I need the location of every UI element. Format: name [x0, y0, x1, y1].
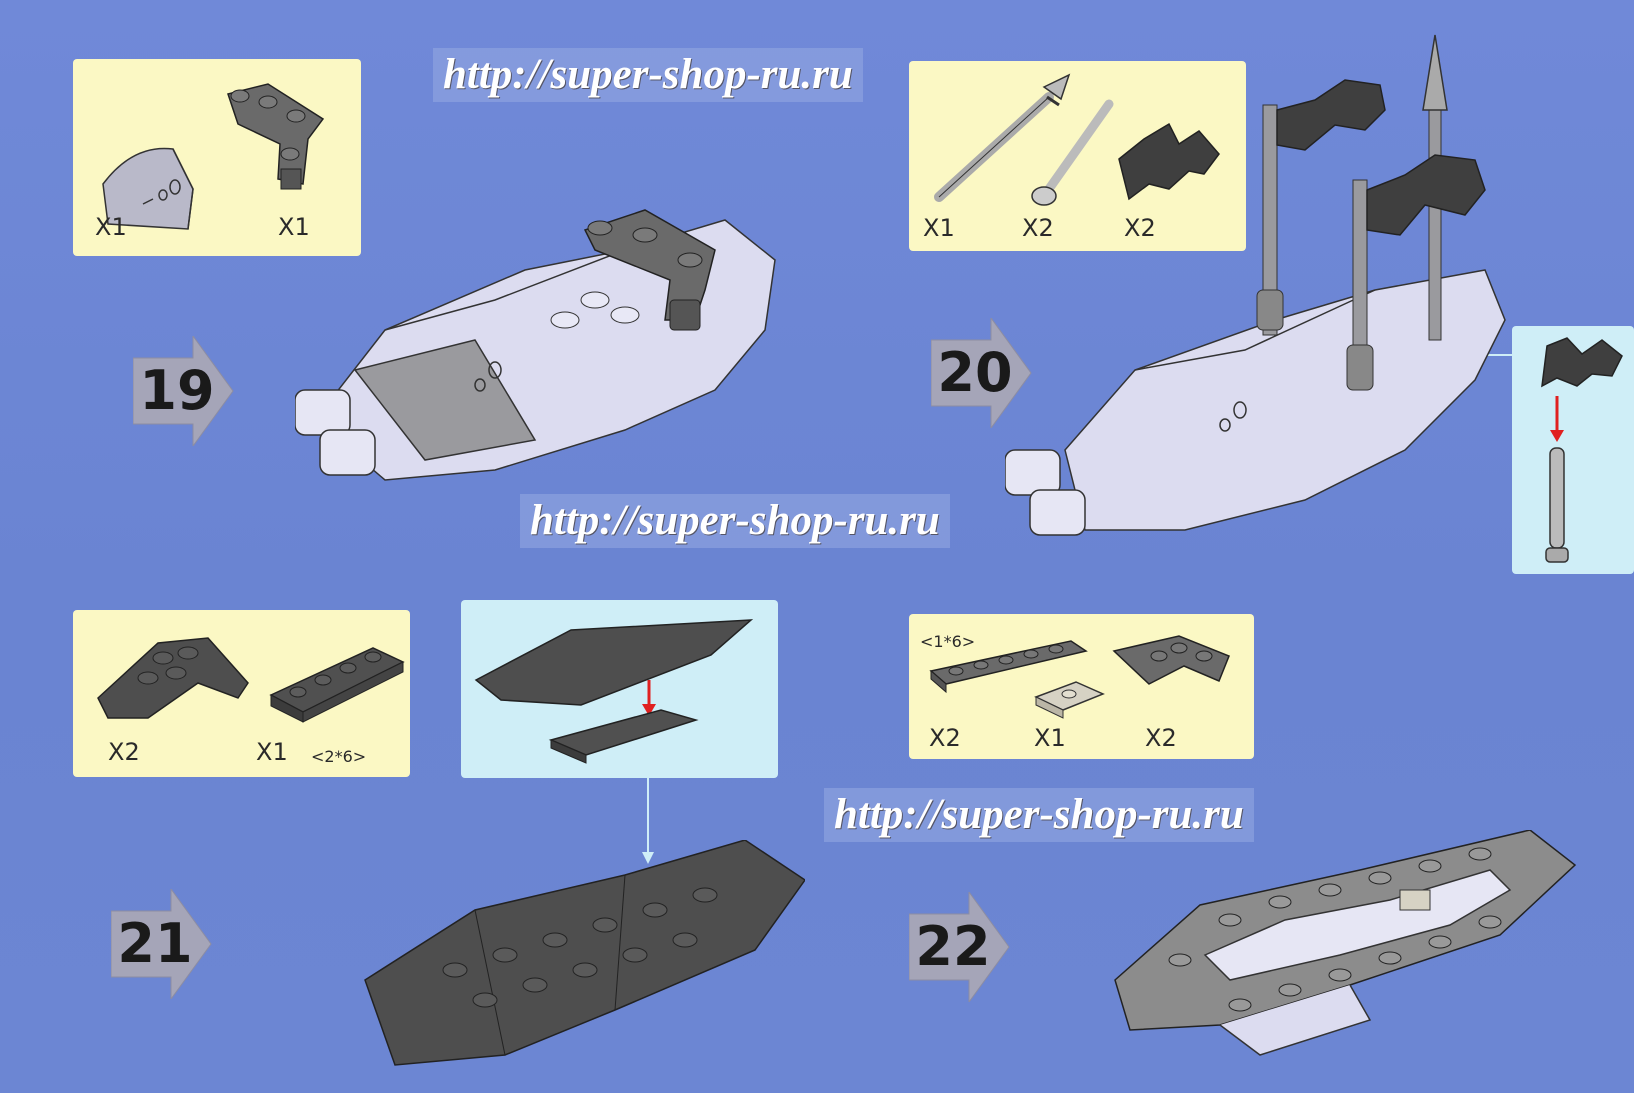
part-qty: X2 [929, 724, 961, 752]
step-19-parts-panel: X1 X1 [73, 59, 361, 256]
part-qty: X2 [1124, 214, 1156, 242]
part-bar-icon [1031, 99, 1114, 206]
hull-assembly-diagram [474, 619, 754, 764]
part-flag-icon [1118, 122, 1220, 201]
part-plate-1x6-icon [929, 640, 1088, 694]
watermark-url: http://super-shop-ru.ru [824, 788, 1254, 842]
step-20-subassembly-panel [1512, 326, 1634, 574]
part-curved-slope-icon [102, 147, 194, 230]
step-21-number-badge: 21 [111, 889, 221, 999]
step-22-number-badge: 22 [909, 892, 1019, 1002]
part-qty: X1 [1034, 724, 1066, 752]
part-qty: X2 [1022, 214, 1054, 242]
part-qty: X2 [1145, 724, 1177, 752]
step-21-subassembly-panel [461, 600, 778, 778]
step-22-parts-panel: <1*6> X2 X1 X2 [909, 614, 1254, 759]
watermark-url: http://super-shop-ru.ru [520, 494, 950, 548]
step-19-number-badge: 19 [133, 336, 243, 446]
step-22-model-illustration [1114, 830, 1577, 1056]
step-number: 21 [117, 912, 193, 975]
part-angled-plate-icon [227, 83, 325, 190]
subassembly-connector-line [642, 778, 654, 864]
watermark-url: http://super-shop-ru.ru [433, 48, 863, 102]
step-21-parts-panel: X2 X1 <2*6> [73, 610, 410, 777]
step-20-number-badge: 20 [931, 318, 1041, 428]
flag-onto-bar-diagram [1541, 337, 1623, 563]
part-qty: X1 [256, 738, 288, 766]
part-plate-2x6-icon [269, 647, 405, 723]
step-number: 19 [139, 359, 215, 422]
part-qty: X1 [278, 213, 310, 241]
part-qty: X2 [108, 738, 140, 766]
step-arrow-icon [931, 318, 1032, 428]
step-arrow-icon [111, 889, 212, 999]
step-21-model-illustration [364, 840, 805, 1066]
part-dimension: <2*6> [311, 747, 367, 766]
part-qty: X1 [923, 214, 955, 242]
part-tile-1x2-icon [1034, 681, 1105, 719]
part-wedge-plate-icon [1112, 635, 1230, 685]
step-arrow-icon [909, 892, 1010, 1002]
part-qty: X1 [95, 213, 127, 241]
step-number: 22 [915, 915, 991, 978]
part-spear-icon [934, 73, 1071, 202]
part-dimension: <1*6> [920, 632, 976, 651]
step-20-parts-panel: X1 X2 X2 [909, 61, 1246, 251]
step-19-model-illustration [295, 209, 776, 481]
part-wedge-dark-icon [97, 637, 249, 719]
step-arrow-icon [133, 336, 234, 446]
step-20-model-illustration [1005, 34, 1506, 536]
step-number: 20 [937, 341, 1013, 404]
